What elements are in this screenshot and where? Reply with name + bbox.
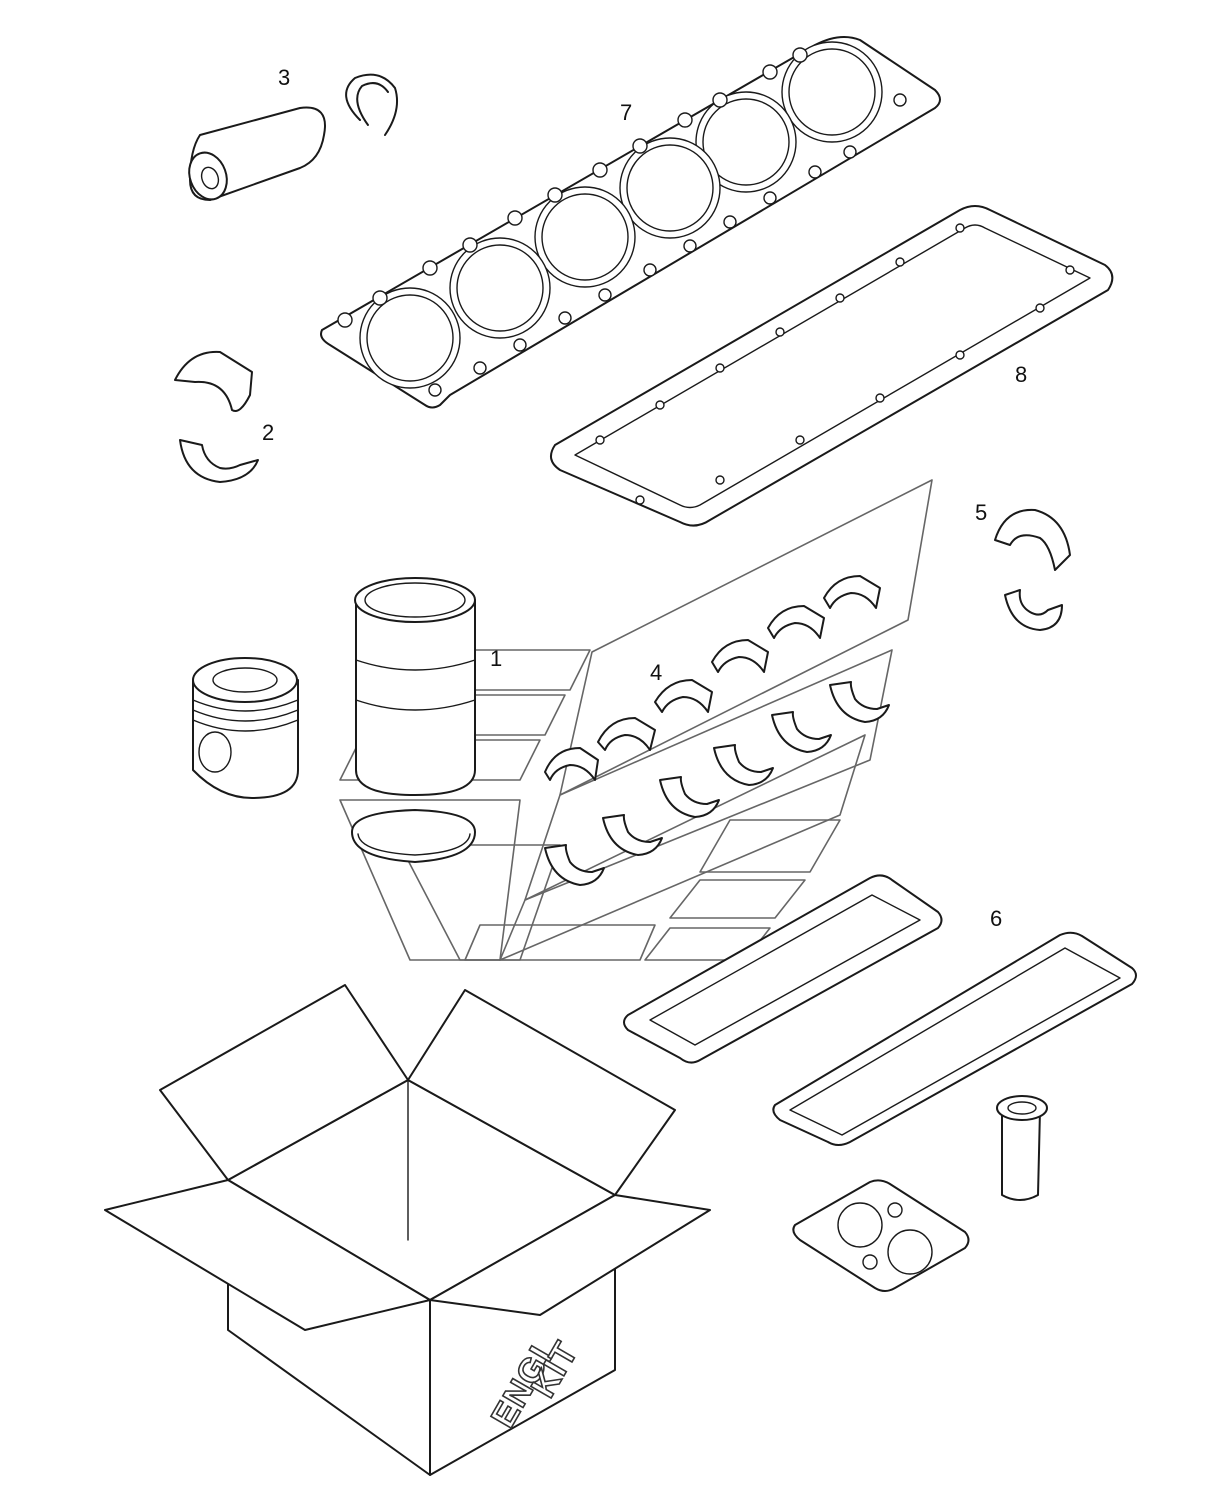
callout-5: 5 bbox=[975, 500, 987, 525]
engine-kit-box bbox=[104, 984, 711, 1476]
gaskets-part bbox=[623, 874, 1137, 1292]
callout-6: 6 bbox=[990, 906, 1002, 931]
callout-8: 8 bbox=[1015, 362, 1027, 387]
callout-1: 1 bbox=[490, 646, 502, 671]
callout-4: 4 bbox=[650, 660, 662, 685]
thrust-bearing-part bbox=[994, 508, 1071, 631]
conrod-bearing-part bbox=[174, 350, 259, 483]
cylinder-liner-part bbox=[351, 577, 476, 863]
head-gasket-part bbox=[320, 35, 941, 409]
main-bearings-part bbox=[544, 575, 890, 886]
callout-2: 2 bbox=[262, 420, 274, 445]
callout-3: 3 bbox=[278, 65, 290, 90]
piston-pin-part bbox=[188, 73, 398, 201]
callout-7: 7 bbox=[620, 100, 632, 125]
watermark-logo bbox=[339, 479, 933, 961]
piston-part bbox=[192, 657, 299, 799]
oil-pan-gasket-part bbox=[550, 205, 1114, 527]
